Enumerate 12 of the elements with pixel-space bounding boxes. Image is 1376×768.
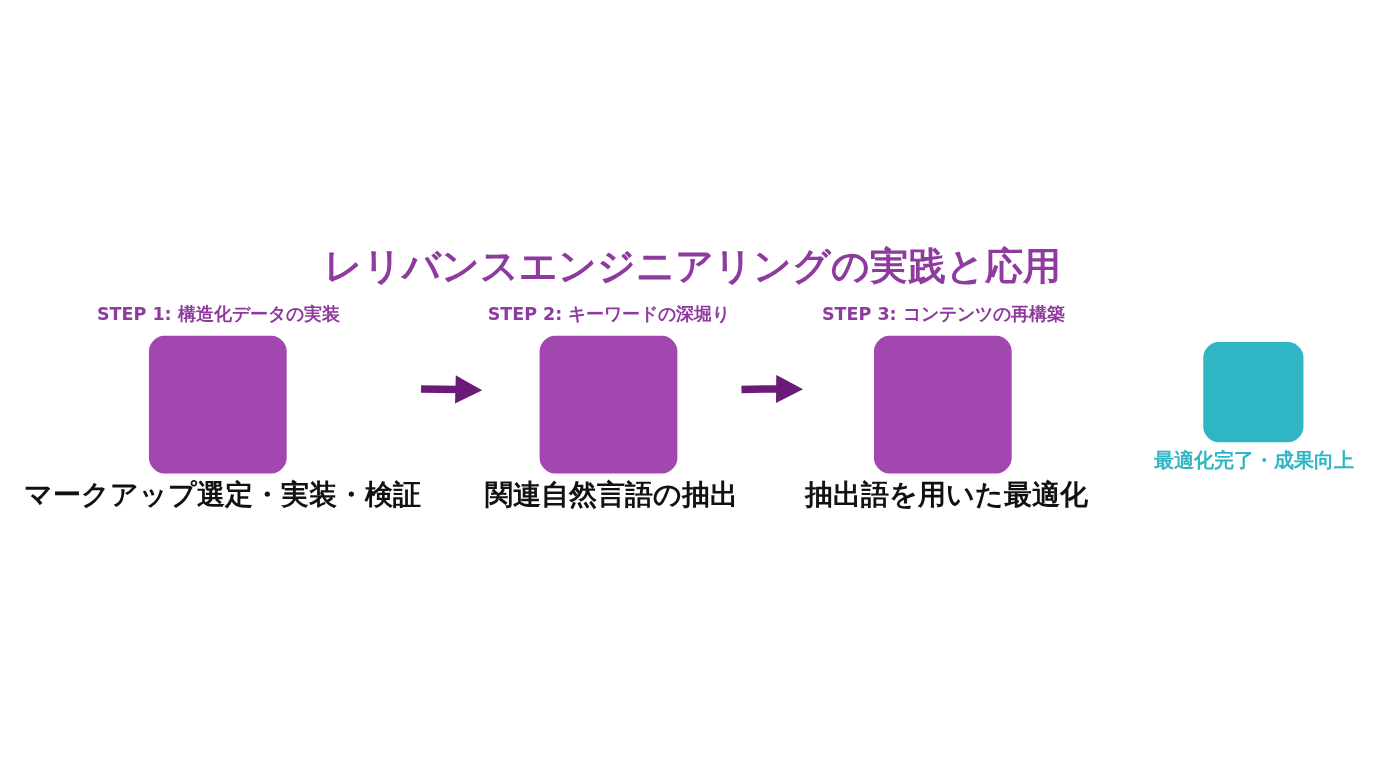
node-box-text [539, 335, 678, 474]
diagram-title: レリバンスエンジニアリングの実践と応用 [323, 243, 1061, 288]
node-box-text [148, 335, 287, 474]
node-label: STEP 2: キーワードの深堀り [487, 303, 731, 324]
node-box [1203, 342, 1304, 443]
node-label: マークアップ選定・実装・検証 [24, 478, 422, 511]
node-label: STEP 3: コンテンツの再構築 [821, 303, 1065, 324]
node-label: 最適化完了・成果向上 [1154, 448, 1355, 473]
node-label: 関連自然言語の抽出 [485, 478, 739, 511]
node-box-text [873, 335, 1012, 474]
node-label: STEP 1: 構造化データの実装 [96, 303, 340, 324]
node-label: 抽出語を用いた最適化 [805, 478, 1089, 511]
